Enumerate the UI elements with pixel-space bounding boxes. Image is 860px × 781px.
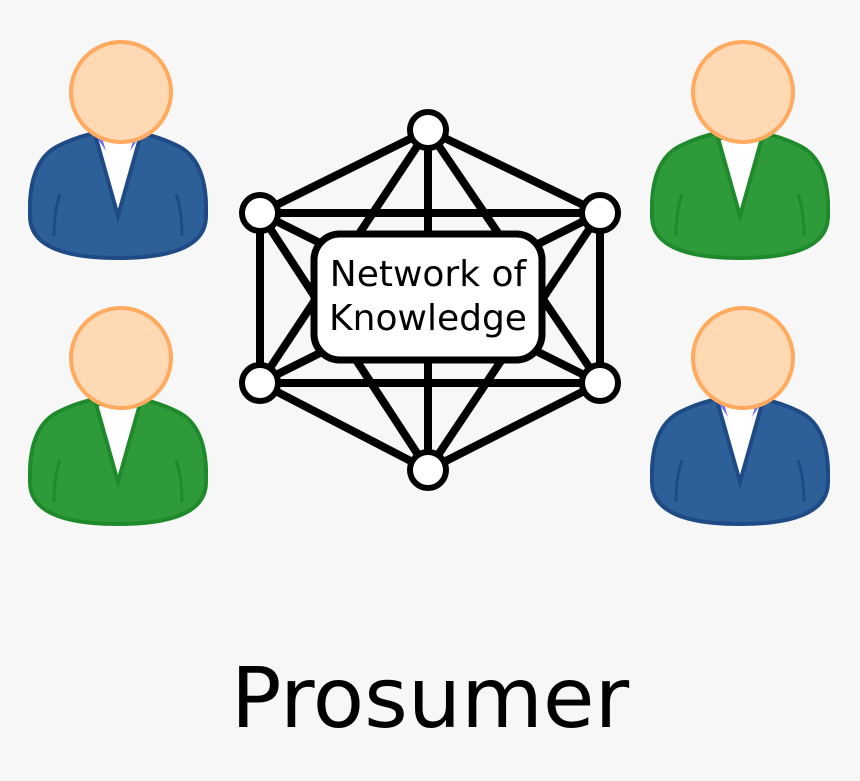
user-icon (28, 40, 208, 261)
network-node (239, 192, 281, 234)
user-icon (650, 40, 830, 261)
person-bottom-left (28, 302, 208, 532)
person-bottom-right (650, 302, 830, 532)
network-graph-icon (239, 109, 621, 491)
network-node (579, 192, 621, 234)
network-graph (230, 100, 630, 500)
diagram-title: Prosumer (230, 649, 630, 747)
network-node (407, 109, 449, 151)
network-label-line1: Network of (329, 254, 527, 295)
network-label: Network of Knowledge (314, 234, 542, 360)
network-label-line2: Knowledge (329, 298, 527, 339)
user-icon (650, 306, 830, 527)
network-node (239, 362, 281, 404)
person-top-right (650, 36, 830, 266)
network-node (407, 449, 449, 491)
person-top-left (28, 36, 208, 266)
network-node (579, 362, 621, 404)
user-icon (28, 306, 208, 527)
